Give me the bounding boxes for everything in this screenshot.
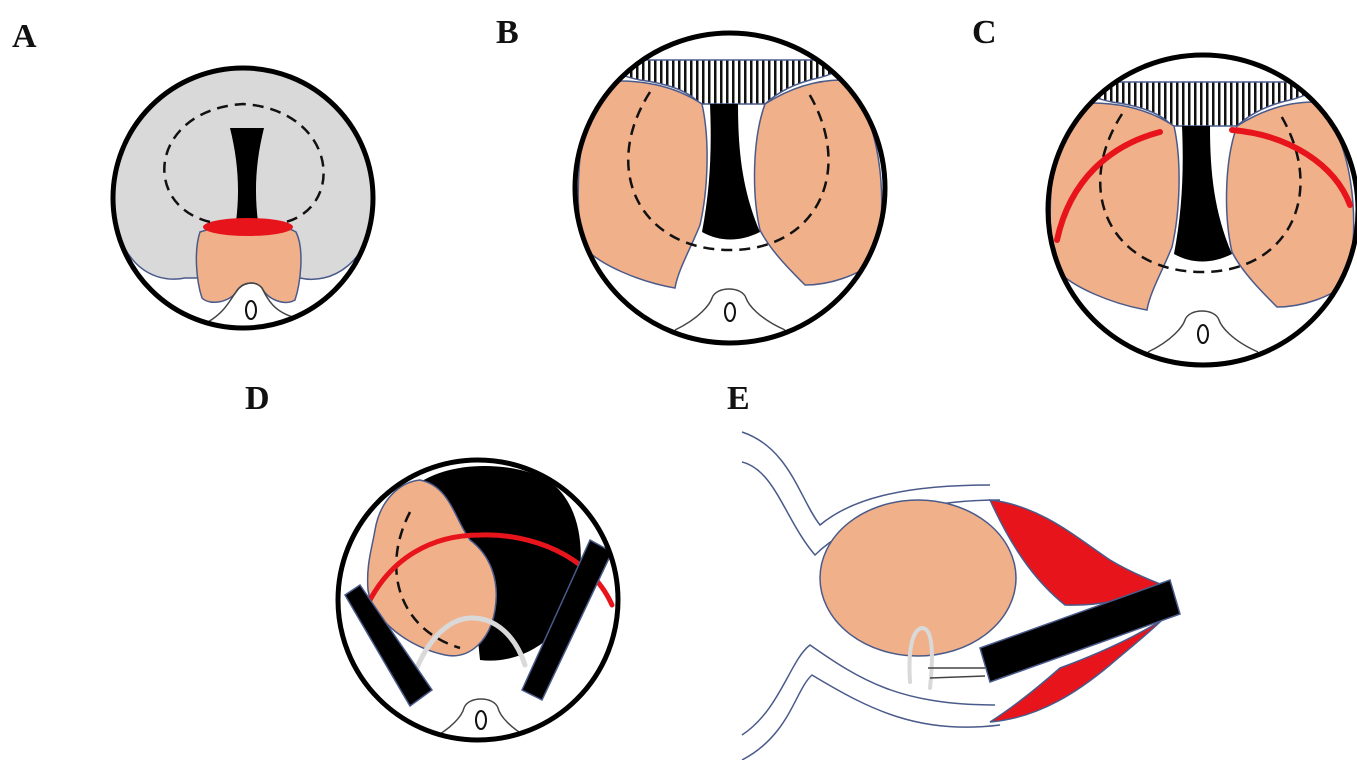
lower-wall-outer bbox=[742, 675, 1000, 760]
small-ring bbox=[725, 303, 735, 321]
lumen bbox=[702, 104, 760, 240]
lower-wall-inner bbox=[742, 645, 995, 735]
panel-c bbox=[1048, 55, 1357, 365]
panel-e bbox=[742, 432, 1180, 760]
incision-red bbox=[203, 218, 293, 236]
lumen bbox=[1174, 126, 1232, 262]
small-ring bbox=[1198, 325, 1208, 343]
panel-a bbox=[113, 68, 375, 328]
small-ring bbox=[476, 711, 486, 729]
panel-b bbox=[575, 33, 885, 343]
small-ring bbox=[246, 301, 256, 319]
suture-thread-2 bbox=[930, 676, 985, 678]
tissue-flap bbox=[196, 225, 301, 303]
panel-d bbox=[338, 460, 618, 740]
